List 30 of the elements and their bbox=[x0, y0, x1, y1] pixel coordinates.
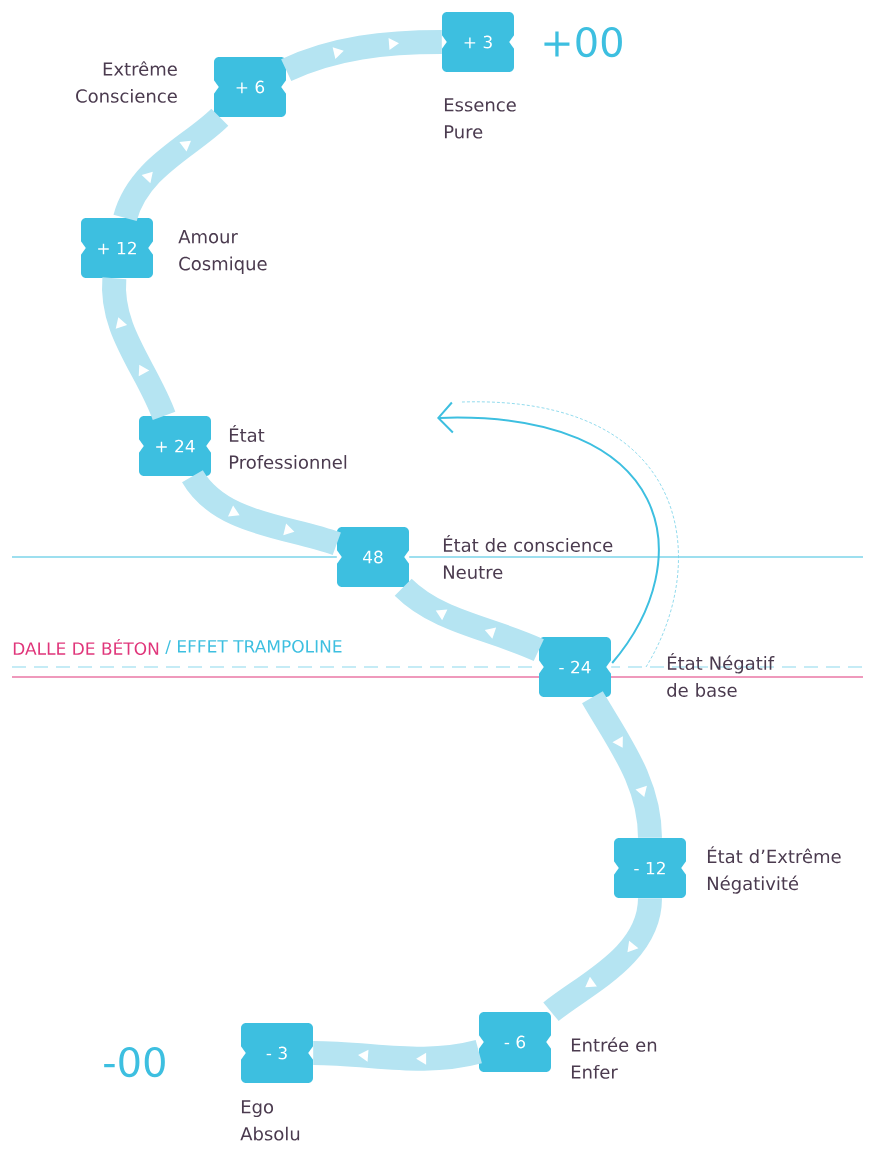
flow-band bbox=[113, 108, 228, 222]
level-box: + 24 bbox=[139, 416, 211, 476]
level-label: État de conscience Neutre bbox=[443, 535, 613, 579]
flow-band bbox=[182, 469, 341, 556]
flow-band bbox=[582, 691, 662, 839]
zone-label: / EFFET TRAMPOLINE bbox=[165, 639, 342, 655]
curved-arrow bbox=[437, 401, 660, 664]
level-label: État Professionnel bbox=[229, 425, 347, 469]
flow-band bbox=[313, 1040, 482, 1071]
flow-band bbox=[281, 30, 442, 82]
level-label: État Négatif de base bbox=[667, 653, 775, 697]
level-box: - 12 bbox=[614, 838, 686, 898]
flow-band bbox=[102, 277, 176, 421]
level-label: Essence Pure bbox=[444, 98, 516, 139]
level-extreme: -00 bbox=[104, 1046, 165, 1078]
flow-band bbox=[543, 897, 662, 1022]
level-label: Amour Cosmique bbox=[178, 230, 267, 274]
zone-label: DALLE DE BÉTON bbox=[13, 639, 159, 655]
level-box: - 24 bbox=[539, 637, 611, 697]
level-label: Entrée en Enfer bbox=[571, 1037, 657, 1079]
flow-band bbox=[395, 578, 544, 662]
level-box: + 3 bbox=[442, 12, 514, 72]
level-label: État d’Extrême Négativité bbox=[707, 846, 841, 894]
level-label: Ego Absolu bbox=[240, 1100, 300, 1141]
level-box: + 6 bbox=[214, 57, 286, 117]
level-box: - 6 bbox=[479, 1012, 551, 1072]
level-label: Extrême Conscience bbox=[76, 61, 177, 103]
level-box: + 12 bbox=[81, 218, 153, 278]
level-box: 48 bbox=[337, 527, 409, 587]
level-box: - 3 bbox=[241, 1023, 313, 1083]
